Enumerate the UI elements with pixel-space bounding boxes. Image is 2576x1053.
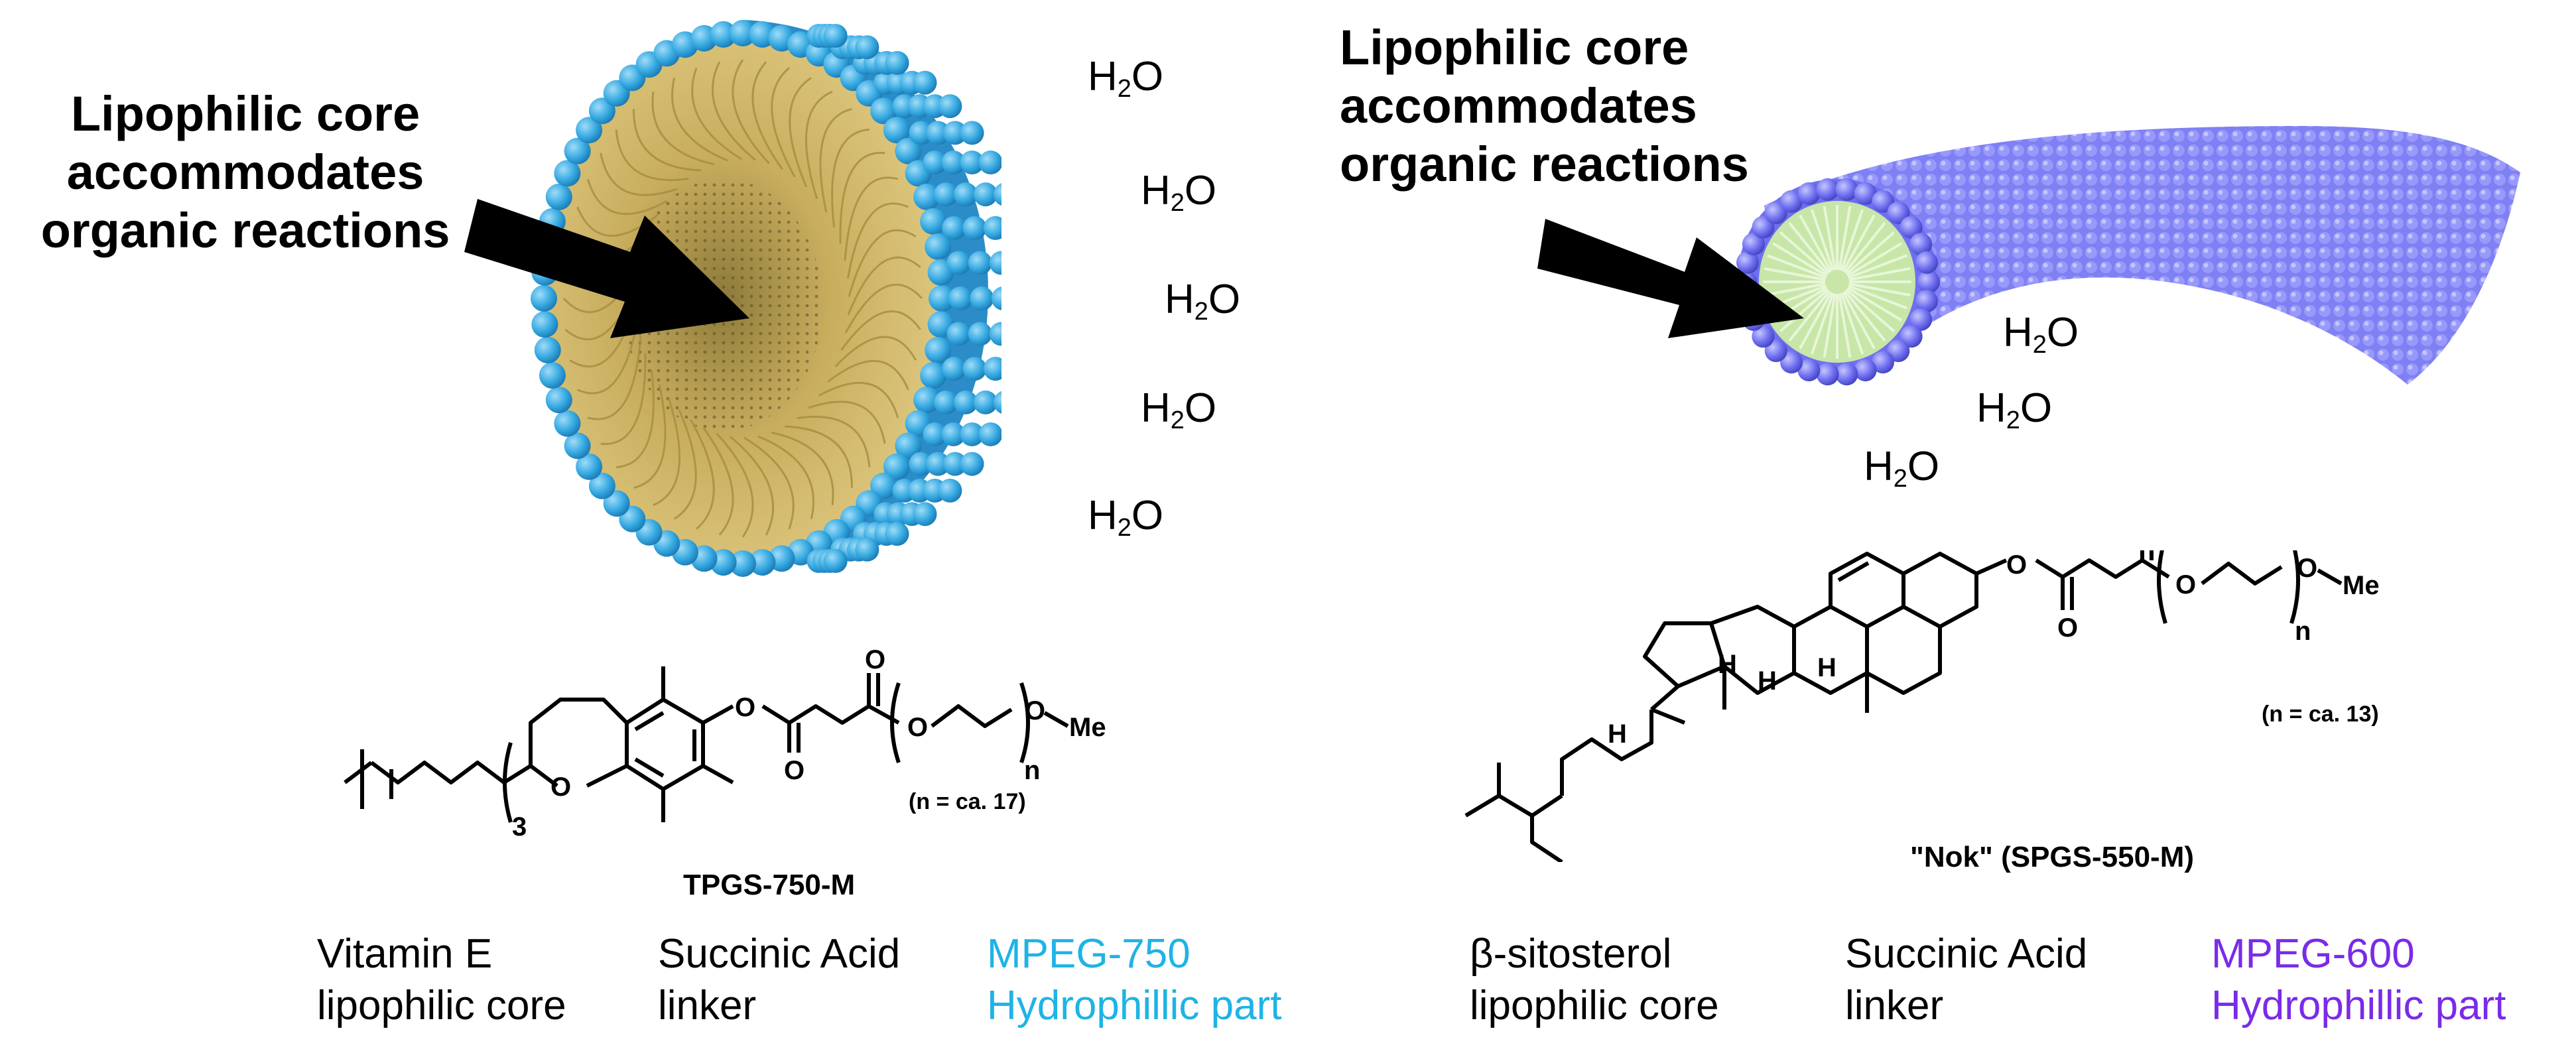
- svg-text:Me: Me: [1069, 713, 1106, 742]
- nok-n-value: (n = ca. 13): [2262, 702, 2379, 727]
- right-callout: Lipophilic core accommodates organic rea…: [1340, 19, 1751, 194]
- left-callout-line-3: organic reactions: [40, 203, 450, 258]
- right-callout-line-2: accommodates: [1340, 78, 1697, 133]
- right-callout-line-3: organic reactions: [1340, 137, 1749, 192]
- nok-name: "Nok" (SPGS-550-M): [1910, 841, 2195, 873]
- left-callout: Lipophilic core accommodates organic rea…: [40, 85, 451, 260]
- nok-structure: H H H H O O O O O Me n: [1464, 550, 2380, 862]
- left-water-2: H2O: [1141, 168, 1217, 217]
- rod-micelle: [1734, 126, 2520, 386]
- svg-text:O: O: [1025, 696, 1045, 725]
- svg-text:Me: Me: [2343, 571, 2380, 600]
- right-water-3: H2O: [1864, 444, 1940, 493]
- spherical-micelle: [531, 20, 1001, 577]
- tpgs-name: TPGS-750-M: [683, 869, 856, 901]
- svg-text:O: O: [2006, 550, 2027, 580]
- svg-text:O: O: [907, 713, 928, 742]
- svg-text:O: O: [2175, 570, 2196, 599]
- svg-text:n: n: [1024, 756, 1040, 785]
- right-water-1: H2O: [2003, 310, 2079, 359]
- svg-text:H: H: [1718, 650, 1737, 679]
- svg-text:O: O: [2297, 554, 2317, 583]
- right-arrow: [1537, 219, 1804, 338]
- left-callout-line-1: Lipophilic core: [70, 86, 420, 141]
- svg-text:H: H: [1608, 719, 1627, 749]
- svg-text:n: n: [2295, 617, 2311, 646]
- svg-text:H: H: [1817, 653, 1836, 682]
- left-water-4: H2O: [1141, 385, 1217, 434]
- right-water-2: H2O: [1976, 385, 2053, 434]
- right-callout-line-1: Lipophilic core: [1340, 20, 1689, 75]
- left-callout-line-2: accommodates: [66, 145, 424, 200]
- tpgs-n-value: (n = ca. 17): [909, 789, 1026, 814]
- svg-text:H: H: [1758, 666, 1777, 696]
- left-water-1: H2O: [1088, 54, 1164, 103]
- left-arrow: [464, 199, 749, 338]
- svg-text:O: O: [865, 645, 885, 674]
- svg-text:O: O: [784, 756, 805, 785]
- svg-text:O: O: [735, 693, 755, 722]
- tpgs-structure: O O O O O O Me n 3: [344, 645, 1106, 841]
- svg-text:O: O: [550, 773, 571, 802]
- left-water-3: H2O: [1165, 277, 1241, 326]
- svg-text:O: O: [2057, 613, 2078, 643]
- svg-text:3: 3: [512, 812, 527, 841]
- left-water-5: H2O: [1088, 493, 1164, 542]
